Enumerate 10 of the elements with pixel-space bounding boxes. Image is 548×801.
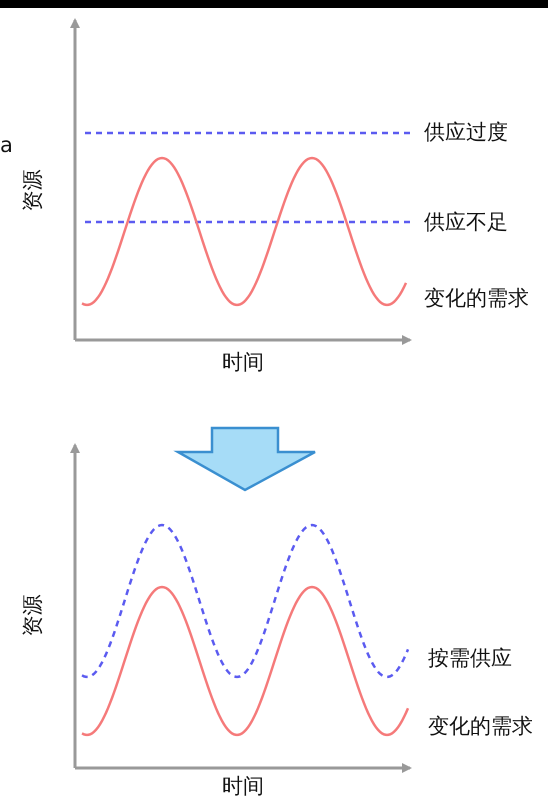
axis-label: 资源 (22, 594, 44, 636)
curve-label: 供应不足 (424, 212, 508, 233)
curve-label: 变化的需求 (424, 288, 529, 309)
axis-label: 时间 (222, 352, 264, 373)
axis-label: 时间 (222, 776, 264, 797)
curve-label: 供应过度 (424, 122, 508, 143)
curve-label: 按需供应 (428, 648, 512, 669)
axis-label: 资源 (22, 170, 44, 212)
curve-label: 变化的需求 (428, 716, 533, 737)
text-fragment: a (0, 135, 13, 156)
